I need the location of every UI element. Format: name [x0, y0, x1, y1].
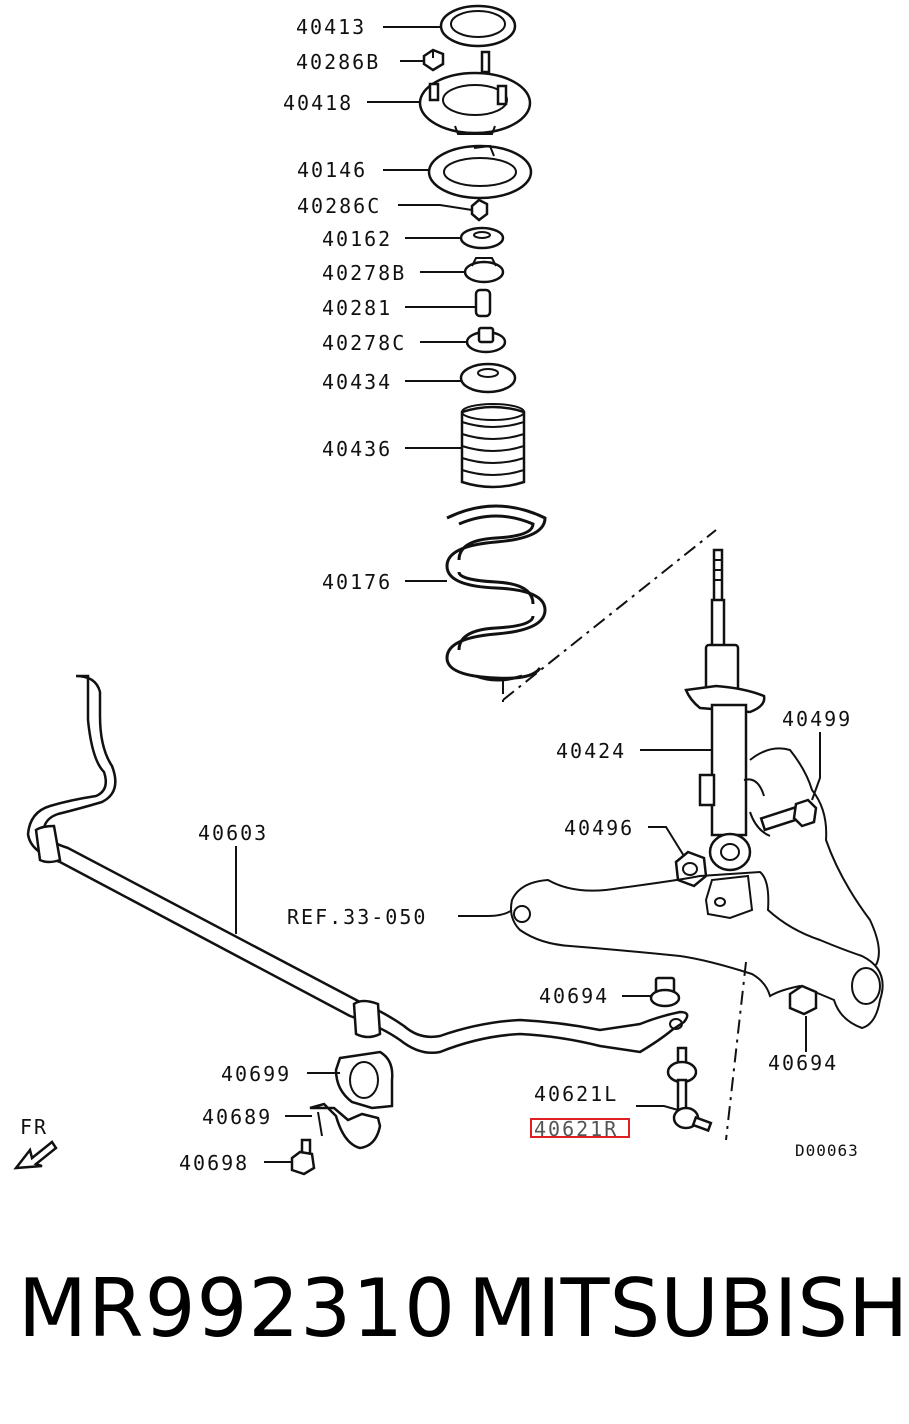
label-40621l: 40621L — [534, 1082, 618, 1106]
shock-absorber-40424 — [684, 548, 766, 872]
stabilizer-bushing-40699 — [334, 1050, 394, 1110]
label-40699: 40699 — [221, 1062, 291, 1086]
brand-name: MITSUBISHI — [468, 1262, 909, 1355]
label-fr: FR — [20, 1115, 48, 1139]
bump-stop-cap-40434 — [459, 362, 517, 394]
label-40278c: 40278C — [322, 331, 406, 355]
bushing-40278c — [465, 326, 507, 354]
label-40146: 40146 — [297, 158, 367, 182]
label-ref: REF.33-050 — [287, 905, 427, 929]
bracket-40689 — [309, 1102, 382, 1150]
label-40694-left: 40694 — [539, 984, 609, 1008]
nut-40694-right — [788, 984, 818, 1016]
stabilizer-link-40621 — [666, 1046, 713, 1133]
label-40278b: 40278B — [322, 261, 406, 285]
label-40689: 40689 — [202, 1105, 272, 1129]
washer-40162 — [459, 226, 505, 250]
label-40286b: 40286B — [296, 50, 380, 74]
highlight-box-40621r — [530, 1118, 630, 1138]
coil-spring-40176 — [445, 504, 547, 682]
bolt-40499 — [759, 798, 818, 832]
dust-boot-40436 — [460, 403, 526, 489]
mount-40418 — [418, 50, 532, 135]
diagram-code: D00063 — [795, 1141, 859, 1160]
spring-seat-40146 — [427, 144, 533, 200]
nut-40496 — [674, 850, 708, 888]
label-40162: 40162 — [322, 227, 392, 251]
label-40176: 40176 — [322, 570, 392, 594]
lower-arm-ref — [510, 870, 884, 1030]
label-40603: 40603 — [198, 821, 268, 845]
bushing-40278b — [463, 257, 505, 284]
label-40281: 40281 — [322, 296, 392, 320]
alignment-line — [502, 529, 717, 701]
label-40436: 40436 — [322, 437, 392, 461]
label-40496: 40496 — [564, 816, 634, 840]
part-number: MR992310 — [18, 1262, 456, 1355]
stabilizer-bar-40603 — [26, 674, 689, 1054]
label-40418: 40418 — [283, 91, 353, 115]
front-direction-arrow — [13, 1140, 58, 1170]
label-40499: 40499 — [782, 707, 852, 731]
label-40286c: 40286C — [297, 194, 381, 218]
steering-knuckle — [743, 747, 880, 966]
label-40424: 40424 — [556, 739, 626, 763]
nut-40286c — [470, 198, 489, 222]
collar-40281 — [474, 288, 492, 318]
label-40621r: 40621R — [534, 1117, 618, 1141]
label-40434: 40434 — [322, 370, 392, 394]
bolt-40698 — [290, 1138, 316, 1176]
label-40698: 40698 — [179, 1151, 249, 1175]
nut-40694-left — [649, 976, 681, 1008]
label-40694-right: 40694 — [768, 1051, 838, 1075]
nut-40286b — [422, 48, 445, 72]
cap-40413 — [439, 4, 517, 48]
label-40413: 40413 — [296, 15, 366, 39]
link-alignment-line — [725, 961, 747, 1141]
exploded-view-drawing: 40413 40286B 40418 40146 40286C 40162 40… — [13, 4, 884, 1176]
